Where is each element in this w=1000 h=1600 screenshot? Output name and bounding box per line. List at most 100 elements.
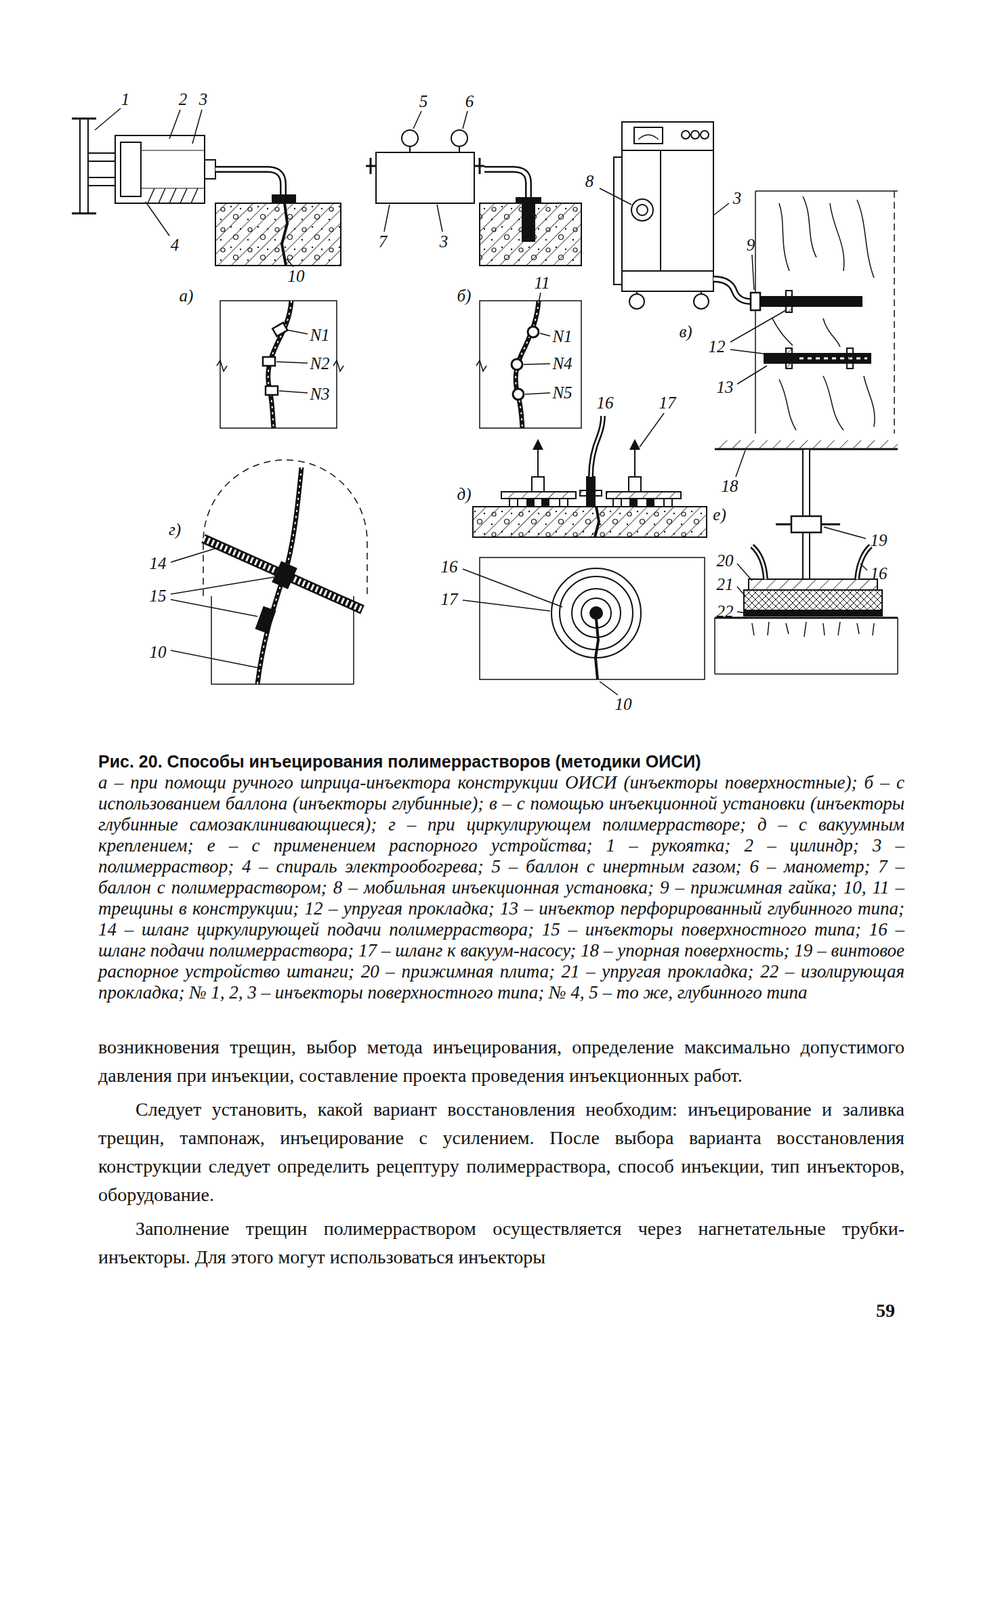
concrete-block — [215, 203, 341, 266]
circulating-scheme — [203, 538, 363, 610]
circulating-scheme — [211, 683, 354, 685]
spacer-device — [752, 546, 766, 580]
callout-number: 3 — [439, 232, 449, 252]
leader-line — [384, 111, 551, 395]
callout-number: 12 — [708, 337, 726, 357]
circulating-scheme — [210, 596, 213, 685]
vacuum-fixture — [509, 498, 518, 507]
leader-line — [730, 310, 786, 343]
leader-line — [170, 577, 274, 595]
caption-legend: а – при помощи ручного шприца-инъектора … — [98, 772, 905, 1004]
cracked-wall — [779, 379, 797, 431]
syringe-injector — [79, 118, 89, 214]
vacuum-plan — [479, 557, 705, 680]
leader-line — [539, 333, 551, 337]
spacer-device — [775, 523, 792, 526]
syringe-injector — [140, 188, 205, 190]
gas-balloon — [365, 130, 529, 204]
callout-number: 6 — [465, 92, 475, 112]
spacer-device — [748, 579, 878, 591]
cracked-wall — [754, 191, 757, 434]
cracked-wall — [863, 376, 875, 427]
leader-line — [170, 548, 274, 669]
circulating-scheme — [256, 607, 276, 633]
figure-caption: Рис. 20. Способы инъецирования полимерра… — [98, 750, 905, 773]
crack-panel — [216, 300, 344, 429]
leader-line — [170, 548, 217, 563]
leader-line — [413, 111, 422, 129]
leader-line — [737, 611, 746, 614]
body-paragraph: возникновения трещин, выбор метода инъец… — [98, 1033, 905, 1091]
vacuum-fixture — [630, 498, 637, 507]
callout-number: 4 — [170, 235, 180, 255]
concrete-block — [281, 203, 288, 266]
crack-panel — [216, 360, 227, 372]
vacuum-fixture — [613, 498, 622, 507]
callout-number: 16 — [870, 564, 888, 584]
deep-injector — [764, 353, 871, 364]
callout-number: 3 — [733, 189, 742, 208]
cracked-wall — [755, 191, 898, 434]
injection-unit — [621, 121, 714, 292]
callout-number: 5 — [419, 92, 429, 112]
leader-line — [384, 204, 390, 232]
callout-number: 13 — [716, 378, 734, 398]
injection-unit — [634, 127, 663, 144]
leader-line — [735, 450, 746, 477]
injection-unit — [693, 294, 709, 309]
leader-line — [599, 188, 786, 385]
callout-number: N2 — [309, 354, 330, 374]
callout-number: 17 — [659, 393, 677, 413]
deep-injector — [846, 348, 853, 369]
callout-number: г) — [168, 520, 181, 540]
leader-line — [94, 108, 308, 393]
cracked-wall — [779, 203, 790, 272]
leader-line — [823, 527, 866, 539]
leader-line — [523, 363, 551, 365]
injection-unit — [621, 149, 714, 152]
vacuum-fixture — [531, 476, 545, 492]
callout-number: 10 — [615, 695, 633, 715]
callout-number: 16 — [441, 557, 458, 577]
gas-balloon — [484, 169, 529, 198]
injection-unit — [659, 150, 662, 272]
concrete-block — [215, 203, 341, 266]
leader-line — [713, 203, 729, 216]
callout-number: 20 — [716, 551, 734, 571]
spacer-device — [743, 590, 883, 611]
leader-line — [599, 681, 618, 696]
leader-line — [170, 599, 258, 617]
spacer-device — [752, 546, 766, 580]
injection-unit — [613, 121, 751, 309]
vacuum-plan — [479, 557, 705, 680]
syringe-injector — [215, 169, 284, 197]
callout-number: 1 — [121, 90, 131, 110]
cracked-wall — [802, 196, 817, 258]
body-paragraph: Заполнение трещин полимерраствором осуще… — [98, 1214, 905, 1272]
crack-panel — [272, 322, 288, 337]
vacuum-fixture — [647, 498, 654, 507]
leader-line — [145, 201, 170, 236]
callout-number: N4 — [552, 354, 572, 374]
vacuum-fixture — [472, 506, 707, 538]
cracked-wall — [823, 376, 844, 431]
spacer-device — [714, 673, 898, 675]
callout-number: 10 — [287, 266, 305, 286]
vacuum-fixture — [663, 498, 673, 507]
syringe-injector — [88, 177, 116, 186]
injection-unit — [621, 270, 714, 272]
cracked-wall — [772, 318, 793, 346]
vacuum-fixture — [472, 506, 707, 538]
gas-balloon — [458, 146, 461, 153]
leader-line — [639, 413, 664, 448]
spacer-device — [791, 516, 822, 533]
injection-unit — [613, 157, 622, 285]
injection-unit — [681, 130, 690, 139]
spacer-device — [714, 440, 898, 450]
callout-number: 7 — [378, 232, 388, 252]
concrete-block — [479, 203, 582, 266]
callout-number: 15 — [149, 586, 167, 606]
spacer-device — [821, 523, 841, 526]
leader-line — [279, 390, 308, 393]
callout-number: 14 — [149, 554, 167, 574]
